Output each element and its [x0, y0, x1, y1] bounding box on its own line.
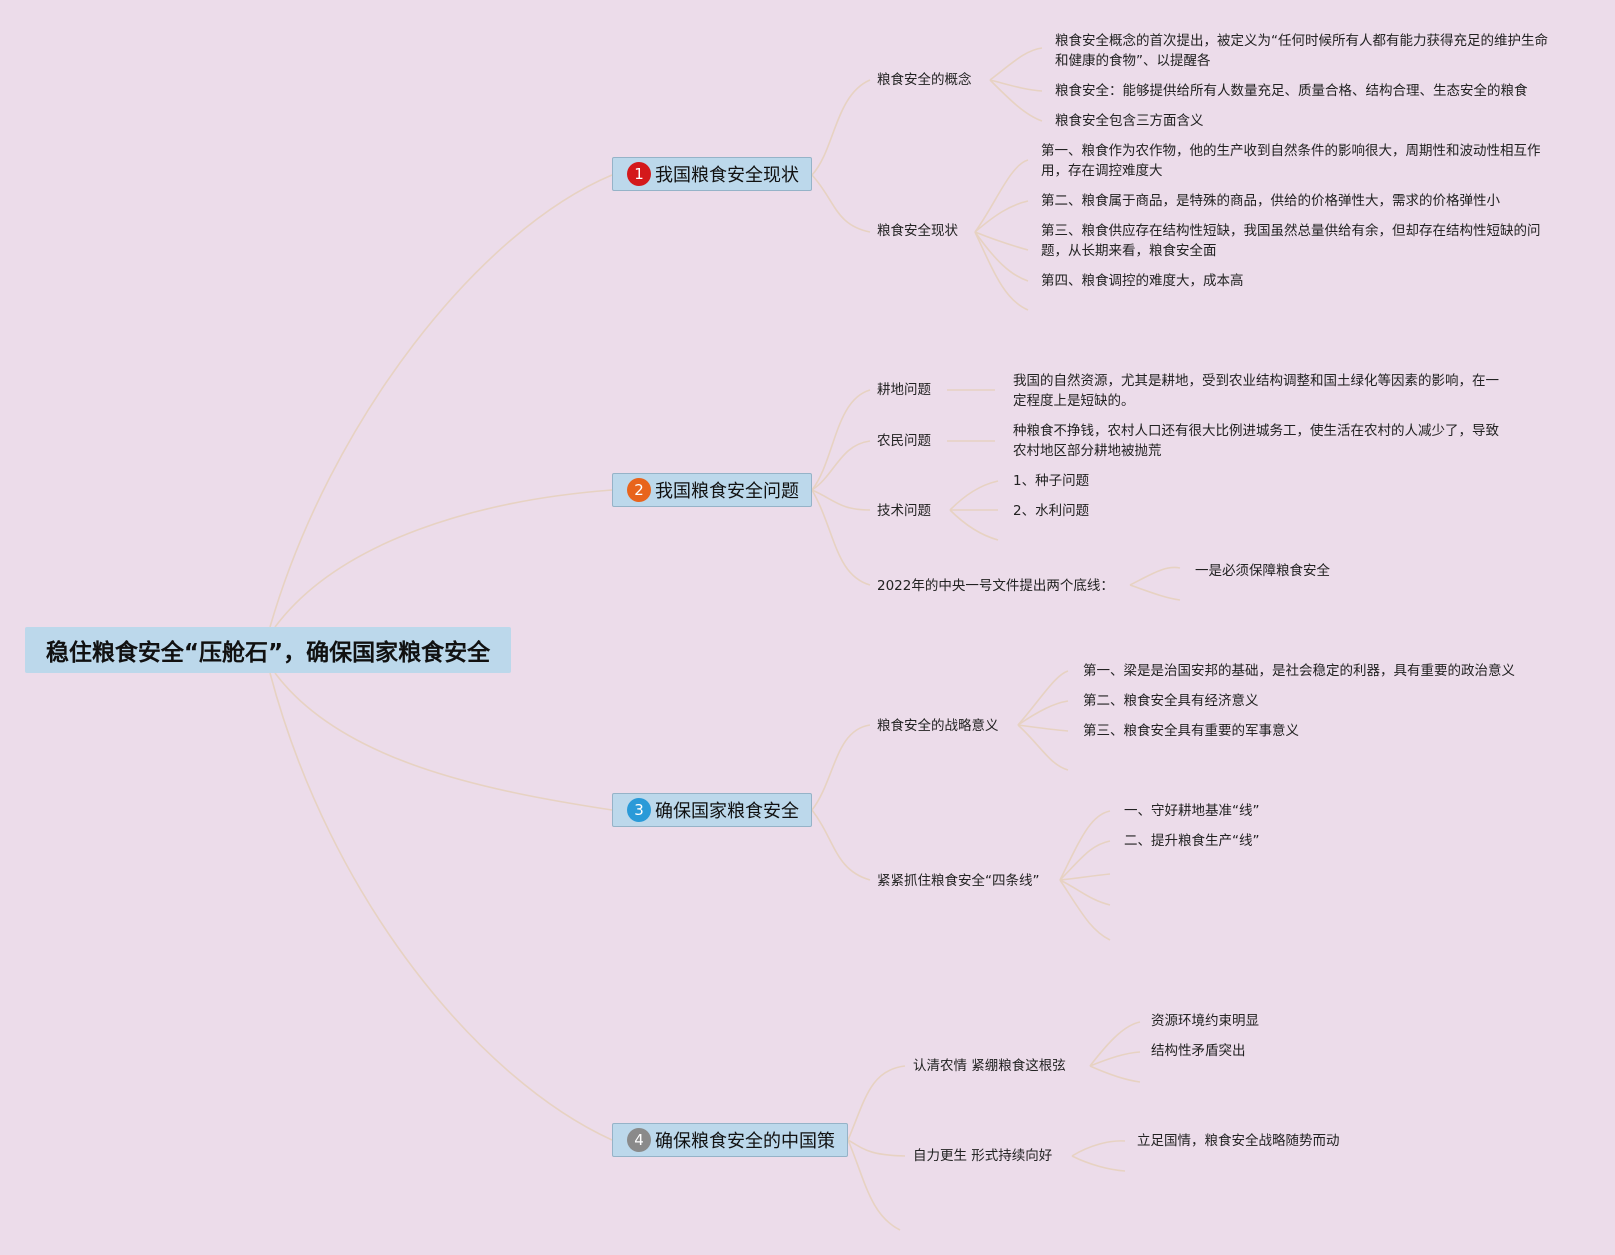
branch-label: 我国粮食安全问题 — [655, 481, 799, 502]
leaf-topic[interactable]: 粮食安全：能够提供给所有人数量充足、质量合格、结构合理、生态安全的粮食 — [1055, 83, 1528, 99]
sub-topic[interactable]: 紧紧抓住粮食安全“四条线” — [877, 873, 1040, 889]
connector-central-branch-3 — [274, 672, 613, 811]
leaf-topic[interactable]: 一、守好耕地基准“线” — [1124, 803, 1260, 819]
connector-b1-s2-l5 — [974, 231, 1029, 311]
sub-topic[interactable]: 粮食安全的概念 — [877, 72, 972, 88]
connector-b2-s3-l1 — [949, 480, 999, 511]
connector-b4-s1-l2 — [1089, 1051, 1141, 1067]
leaf-topic[interactable]: 立足国情，粮食安全战略随势而动 — [1137, 1133, 1340, 1149]
central-topic-title: 稳住粮食安全“压舱石”，确保国家粮食安全 — [45, 640, 491, 666]
leaf-topic[interactable]: 第四、粮食调控的难度大，成本高 — [1041, 273, 1244, 289]
sub-topic[interactable]: 粮食安全现状 — [877, 223, 958, 239]
sub-topic[interactable]: 农民问题 — [877, 433, 931, 449]
connector-b3-s1 — [811, 724, 871, 811]
leaf-topic[interactable]: 1、种子问题 — [1013, 473, 1090, 489]
connector-b4-s2-l2 — [1071, 1155, 1126, 1172]
connector-b4-s2-l1 — [1071, 1140, 1126, 1157]
sub-topic[interactable]: 技术问题 — [877, 503, 931, 519]
branch-label: 我国粮食安全现状 — [655, 165, 799, 186]
number-badge-3-icon: 3 — [627, 798, 651, 822]
leaf-topic[interactable]: 第三、粮食供应存在结构性短缺，我国虽然总量供给有余，但却存在结构性短缺的问题，从… — [1041, 223, 1541, 259]
connector-b4-s1-l1 — [1089, 1021, 1141, 1067]
connector-b1-s2 — [811, 174, 871, 233]
connector-central-branch-4 — [269, 672, 613, 1141]
connector-central-branch-1 — [269, 174, 613, 628]
leaf-topic[interactable]: 我国的自然资源，尤其是耕地，受到农业结构调整和国土绿化等因素的影响，在一定程度上… — [1013, 373, 1499, 409]
number-badge-2-icon: 2 — [627, 478, 651, 502]
connector-b2-s1 — [811, 389, 871, 491]
branch-node-4[interactable]: 4 确保粮食安全的中国策 — [612, 1123, 848, 1157]
connector-b3-s1-l4 — [1017, 724, 1069, 771]
leaf-topic[interactable]: 粮食安全包含三方面含义 — [1055, 113, 1204, 129]
branch-node-3[interactable]: 3 确保国家粮食安全 — [612, 793, 812, 827]
leaf-topic[interactable]: 第一、梁是是治国安邦的基础，是社会稳定的利器，具有重要的政治意义 — [1083, 663, 1515, 679]
number-badge-1-icon: 1 — [627, 162, 651, 186]
leaf-topic[interactable]: 种粮食不挣钱，农村人口还有很大比例进城务工，使生活在农村的人减少了，导致农村地区… — [1013, 423, 1499, 459]
connector-b2-s2 — [811, 440, 871, 491]
connector-b3-s1-l3 — [1017, 724, 1069, 732]
connector-b3-s2-l5 — [1059, 879, 1111, 941]
branch-node-1[interactable]: 1 我国粮食安全现状 — [612, 157, 812, 191]
central-topic[interactable]: 稳住粮食安全“压舱石”，确保国家粮食安全 — [25, 627, 511, 673]
sub-topic[interactable]: 2022年的中央一号文件提出两个底线： — [877, 578, 1114, 594]
leaf-topic[interactable]: 第二、粮食安全具有经济意义 — [1083, 693, 1259, 709]
connector-b1-s1 — [811, 79, 871, 176]
leaf-topic[interactable]: 结构性矛盾突出 — [1151, 1043, 1246, 1059]
sub-topic[interactable]: 自力更生 形式持续向好 — [913, 1148, 1053, 1164]
connector-b4-s2 — [847, 1139, 906, 1157]
branch-label: 确保粮食安全的中国策 — [655, 1131, 835, 1152]
connector-b4-s1 — [847, 1065, 906, 1141]
sub-topic[interactable]: 耕地问题 — [877, 382, 931, 398]
connector-b3-s2 — [811, 809, 871, 881]
connector-b1-s2-l2 — [974, 200, 1029, 233]
connector-b1-s2-l4 — [974, 231, 1029, 282]
leaf-topic[interactable]: 粮食安全概念的首次提出，被定义为“任何时候所有人都有能力获得充足的维护生命和健康… — [1055, 33, 1548, 69]
number-badge-4-icon: 4 — [627, 1128, 651, 1152]
connector-b3-s2-l1 — [1059, 810, 1111, 881]
connector-b1-s2-l1 — [974, 159, 1029, 233]
connector-b1-s1-l1 — [989, 47, 1043, 81]
connector-central-branch-2 — [274, 489, 613, 628]
connector-b2-s4-l2 — [1129, 584, 1181, 601]
branch-node-2[interactable]: 2 我国粮食安全问题 — [612, 473, 812, 507]
sub-topic[interactable]: 粮食安全的战略意义 — [877, 718, 999, 734]
connector-b3-s1-l1 — [1017, 670, 1069, 726]
branch-label: 确保国家粮食安全 — [655, 801, 799, 822]
leaf-topic[interactable]: 一是必须保障粮食安全 — [1195, 563, 1330, 579]
connector-b2-s3-l3 — [949, 509, 999, 541]
connector-b2-s4-l1 — [1129, 566, 1181, 586]
connector-b1-s2-l3 — [974, 231, 1029, 251]
leaf-topic[interactable]: 第三、粮食安全具有重要的军事意义 — [1083, 723, 1299, 739]
leaf-topic[interactable]: 第一、粮食作为农作物，他的生产收到自然条件的影响很大，周期性和波动性相互作用，存… — [1041, 143, 1541, 179]
leaf-topic[interactable]: 第二、粮食属于商品，是特殊的商品，供给的价格弹性大，需求的价格弹性小 — [1041, 193, 1500, 209]
connector-b2-s4 — [811, 489, 871, 586]
connector-b3-s2-l3 — [1059, 873, 1111, 881]
connector-b3-s2-l2 — [1059, 840, 1111, 881]
connector-b4-s3 — [847, 1139, 901, 1231]
connector-b1-s1-l2 — [989, 79, 1043, 92]
connector-b3-s1-l2 — [1017, 700, 1069, 726]
connector-b1-s1-l3 — [989, 79, 1043, 122]
leaf-topic[interactable]: 2、水利问题 — [1013, 503, 1090, 519]
leaf-topic[interactable]: 二、提升粮食生产“线” — [1124, 833, 1260, 849]
connector-b3-s2-l4 — [1059, 879, 1111, 906]
connector-b4-s1-l3 — [1089, 1065, 1141, 1083]
leaf-topic[interactable]: 资源环境约束明显 — [1151, 1013, 1259, 1029]
connector-b2-s3 — [811, 489, 871, 511]
sub-topic[interactable]: 认清农情 紧绷粮食这根弦 — [913, 1058, 1066, 1074]
